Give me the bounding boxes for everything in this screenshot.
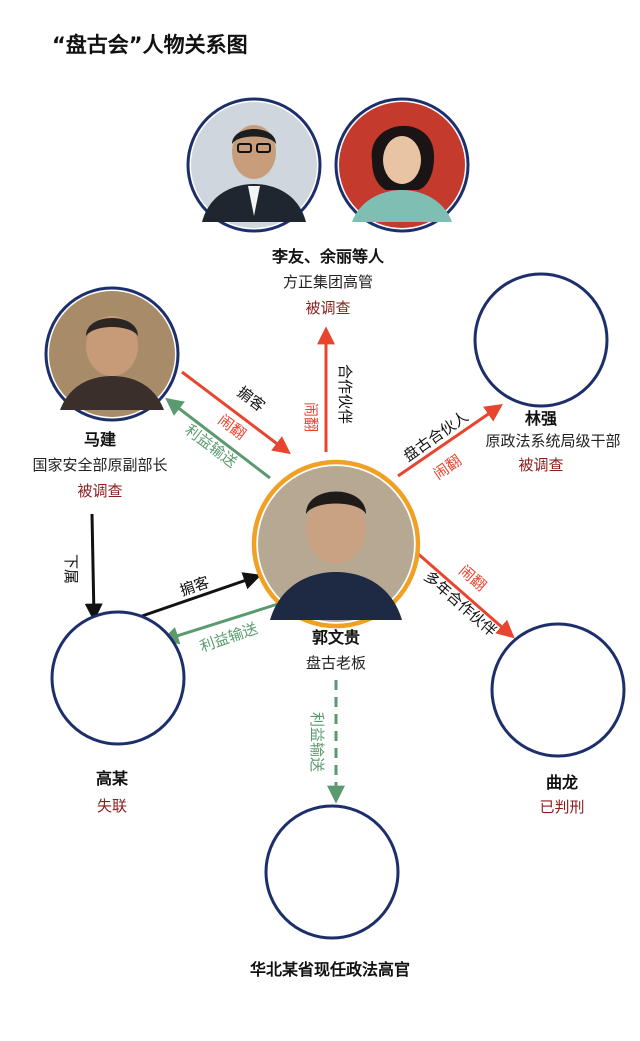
node-guo-name: 郭文贵	[312, 628, 360, 647]
edge-label-gao-guo-broker: 掮客	[177, 573, 211, 600]
node-yu-li-photo	[334, 97, 470, 233]
node-qu-long-name: 曲龙	[546, 773, 578, 792]
node-li-you-photo	[186, 97, 322, 233]
edge-ma-guo-broker	[181, 370, 291, 455]
node-gao-photo	[50, 610, 186, 746]
node-official-photo	[264, 804, 400, 940]
node-lin-qiang-role: 原政法系统局级干部	[485, 432, 620, 450]
node-guo-wengui-photo	[251, 459, 421, 629]
node-liyu-role: 方正集团高管	[283, 273, 373, 291]
edge-ma-gao	[84, 513, 103, 622]
edge-gao-guo-broker	[141, 572, 262, 618]
edge-label-guo-liyu-partner: 合作伙伴	[336, 364, 354, 424]
diagram-title: “盘古会”人物关系图	[52, 33, 248, 57]
node-lin-qiang-name: 林强	[525, 409, 557, 428]
node-official-name: 华北某省现任政法高官	[250, 960, 410, 979]
edge-guo-gao-benefit	[160, 602, 279, 645]
node-gao-name: 高某	[96, 769, 129, 788]
node-liyu-name: 李友、余丽等人	[271, 247, 385, 266]
edge-label-guo-lin-partner: 盘古合伙人	[400, 408, 472, 466]
node-qu-long-photo	[490, 622, 626, 758]
node-gao-status: 失联	[97, 797, 127, 815]
edge-guo-qu	[415, 550, 515, 639]
edge-guo-ma-benefit	[165, 397, 271, 480]
node-ma-jian-status: 被调查	[77, 482, 122, 500]
node-ma-jian-photo	[44, 286, 180, 422]
edge-label-guo-gao-benefit: 利益输送	[197, 619, 260, 656]
node-lin-qiang-status: 被调查	[518, 456, 563, 474]
node-qu-long-status: 已判刑	[539, 798, 584, 816]
edge-label-ma-guo-broker: 掮客	[234, 383, 269, 415]
node-liyu-status: 被调查	[305, 299, 350, 317]
edge-guo-lin	[397, 403, 503, 478]
node-guo-role: 盘古老板	[306, 654, 366, 672]
edge-label-ma-gao: 下属	[62, 554, 80, 584]
edge-label-guo-official: 利益输送	[308, 712, 326, 772]
node-ma-jian-name: 马建	[84, 430, 116, 449]
node-lin-qiang-photo	[473, 272, 609, 408]
edge-label-guo-lin-fallout: 闹翻	[430, 451, 465, 483]
edge-label-guo-liyu-fallout: 闹翻	[302, 402, 320, 432]
node-ma-jian-role: 国家安全部原副部长	[32, 456, 167, 474]
